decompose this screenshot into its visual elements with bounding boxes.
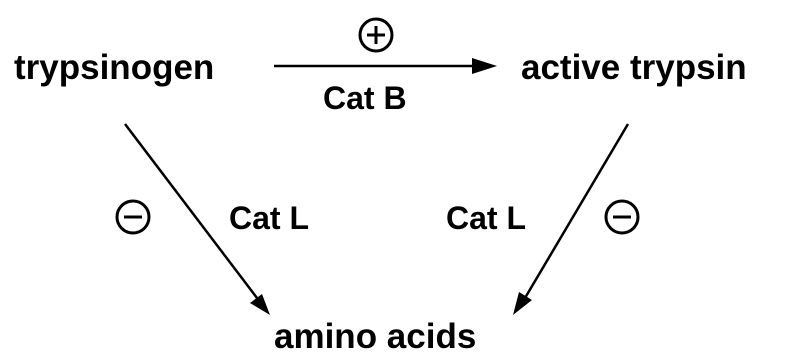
- node-amino-acids: amino acids: [274, 317, 476, 356]
- degradation-arrow-right: [513, 123, 630, 315]
- edge-label-cat-b: Cat B: [323, 80, 407, 116]
- edge-label-cat-l-right: Cat L: [446, 200, 526, 236]
- edge-label-cat-l-left: Cat L: [229, 200, 309, 236]
- activation-arrow: [274, 58, 497, 74]
- node-active-trypsin: active trypsin: [521, 48, 747, 87]
- degradation-arrow-right-head: [513, 292, 532, 315]
- node-trypsinogen: trypsinogen: [14, 48, 214, 87]
- degradation-arrow-left-line: [124, 123, 258, 299]
- degradation-arrow-right-line: [523, 123, 630, 299]
- plus-sign-icon: [358, 17, 394, 53]
- minus-sign-icon-left: [115, 199, 151, 235]
- degradation-arrow-left-head: [250, 294, 270, 315]
- degradation-arrow-left: [124, 123, 270, 315]
- minus-sign-icon-right: [604, 199, 640, 235]
- activation-arrowhead: [472, 58, 497, 74]
